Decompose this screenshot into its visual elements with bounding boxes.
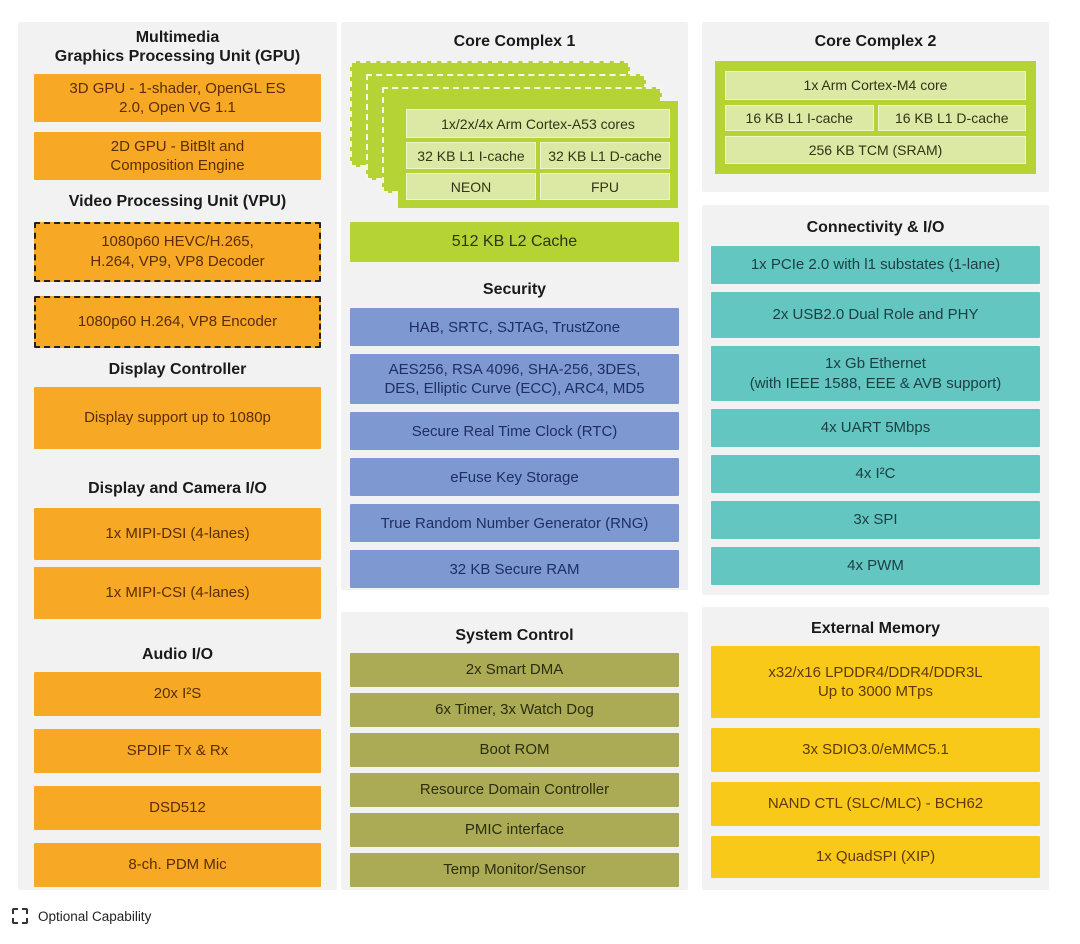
heading-core-complex-2: Core Complex 2: [814, 33, 937, 50]
core-complex-2-card: 1x Arm Cortex-M4 core 16 KB L1 I-cache 1…: [715, 61, 1036, 175]
heading-connectivity-io: Connectivity & I/O: [806, 219, 945, 236]
heading-multimedia-gpu: Multimedia Graphics Processing Unit (GPU…: [54, 29, 301, 66]
cache-row: 16 KB L1 I-cache 16 KB L1 D-cache: [725, 104, 1026, 131]
block-pwm: 4x PWM: [711, 547, 1040, 586]
block-security-hab: HAB, SRTC, SJTAG, TrustZone: [350, 308, 679, 347]
heading-security: Security: [482, 281, 547, 299]
heading-vpu: Video Processing Unit (VPU): [68, 193, 287, 211]
block-3d-gpu: 3D GPU - 1-shader, OpenGL ES 2.0, Open V…: [34, 74, 321, 123]
block-l1-dcache: 16 KB L1 D-cache: [877, 104, 1026, 131]
block-pdm-mic: 8-ch. PDM Mic: [34, 843, 321, 888]
block-tcm-sram: 256 KB TCM (SRAM): [725, 135, 1026, 165]
heading-audio-io: Audio I/O: [141, 645, 214, 663]
block-security-crypto: AES256, RSA 4096, SHA-256, 3DES, DES, El…: [350, 354, 679, 405]
block-security-efuse: eFuse Key Storage: [350, 458, 679, 497]
block-cortex-a53-cores: 1x/2x/4x Arm Cortex-A53 cores: [406, 109, 670, 139]
block-vpu-decoder-optional: 1080p60 HEVC/H.265, H.264, VP9, VP8 Deco…: [34, 221, 321, 282]
block-l2-cache: 512 KB L2 Cache: [350, 222, 679, 263]
heading-core-complex-1: Core Complex 1: [453, 33, 576, 50]
block-quadspi: 1x QuadSPI (XIP): [711, 836, 1040, 879]
panel-connectivity-io: Connectivity & I/O 1x PCIe 2.0 with l1 s…: [702, 205, 1049, 595]
core-complex-1-card-stack: 1x/2x/4x Arm Cortex-A53 cores 32 KB L1 I…: [350, 61, 679, 209]
core-complex-1-card: 1x/2x/4x Arm Cortex-A53 cores 32 KB L1 I…: [398, 101, 678, 209]
block-pmic-interface: PMIC interface: [350, 813, 679, 848]
cache-row: 32 KB L1 I-cache 32 KB L1 D-cache: [406, 142, 670, 170]
panel-multimedia: Multimedia Graphics Processing Unit (GPU…: [18, 22, 337, 890]
block-smart-dma: 2x Smart DMA: [350, 653, 679, 688]
heading-external-memory: External Memory: [811, 620, 940, 637]
block-sdio-emmc: 3x SDIO3.0/eMMC5.1: [711, 728, 1040, 773]
block-i2c: 4x I²C: [711, 455, 1040, 494]
block-gb-ethernet: 1x Gb Ethernet (with IEEE 1588, EEE & AV…: [711, 346, 1040, 402]
block-uart: 4x UART 5Mbps: [711, 409, 1040, 448]
heading-display-camera-io: Display and Camera I/O: [88, 479, 267, 497]
block-nand-ctl: NAND CTL (SLC/MLC) - BCH62: [711, 782, 1040, 827]
block-timer-watchdog: 6x Timer, 3x Watch Dog: [350, 693, 679, 728]
block-display-support: Display support up to 1080p: [34, 386, 321, 449]
block-resource-domain-controller: Resource Domain Controller: [350, 773, 679, 808]
block-cortex-m4-core: 1x Arm Cortex-M4 core: [725, 71, 1026, 100]
block-l1-icache: 32 KB L1 I-cache: [406, 142, 536, 170]
block-security-rng: True Random Number Generator (RNG): [350, 504, 679, 543]
block-spi: 3x SPI: [711, 501, 1040, 540]
legend-optional-capability: Optional Capability: [12, 908, 151, 924]
panel-core-complex-1-and-security: Core Complex 1 1x/2x/4x Arm Cortex-A53 c…: [341, 22, 688, 590]
legend-label: Optional Capability: [38, 908, 152, 924]
block-temp-monitor: Temp Monitor/Sensor: [350, 853, 679, 888]
block-dsd512: DSD512: [34, 786, 321, 831]
block-spdif: SPDIF Tx & Rx: [34, 729, 321, 774]
block-i2s: 20x I²S: [34, 672, 321, 717]
block-l1-icache: 16 KB L1 I-cache: [725, 104, 874, 131]
block-neon: NEON: [406, 173, 536, 201]
heading-system-control: System Control: [455, 627, 574, 644]
block-mipi-csi: 1x MIPI-CSI (4-lanes): [34, 566, 321, 619]
neon-fpu-row: NEON FPU: [406, 173, 670, 201]
block-l1-dcache: 32 KB L1 D-cache: [540, 142, 670, 170]
block-usb: 2x USB2.0 Dual Role and PHY: [711, 292, 1040, 339]
block-security-secure-ram: 32 KB Secure RAM: [350, 550, 679, 589]
block-mipi-dsi: 1x MIPI-DSI (4-lanes): [34, 507, 321, 560]
block-boot-rom: Boot ROM: [350, 733, 679, 768]
dashed-box-icon: [12, 908, 28, 924]
panel-system-control: System Control 2x Smart DMA 6x Timer, 3x…: [341, 612, 688, 890]
heading-display-controller: Display Controller: [108, 360, 247, 378]
block-pcie: 1x PCIe 2.0 with l1 substates (1-lane): [711, 246, 1040, 285]
block-fpu: FPU: [540, 173, 670, 201]
panel-external-memory: External Memory x32/x16 LPDDR4/DDR4/DDR3…: [702, 607, 1049, 890]
block-lpddr4: x32/x16 LPDDR4/DDR4/DDR3L Up to 3000 MTp…: [711, 646, 1040, 719]
block-vpu-encoder-optional: 1080p60 H.264, VP8 Encoder: [34, 295, 321, 348]
panel-core-complex-2: Core Complex 2 1x Arm Cortex-M4 core 16 …: [702, 22, 1049, 192]
block-2d-gpu: 2D GPU - BitBlt and Composition Engine: [34, 132, 321, 181]
block-security-rtc: Secure Real Time Clock (RTC): [350, 412, 679, 451]
